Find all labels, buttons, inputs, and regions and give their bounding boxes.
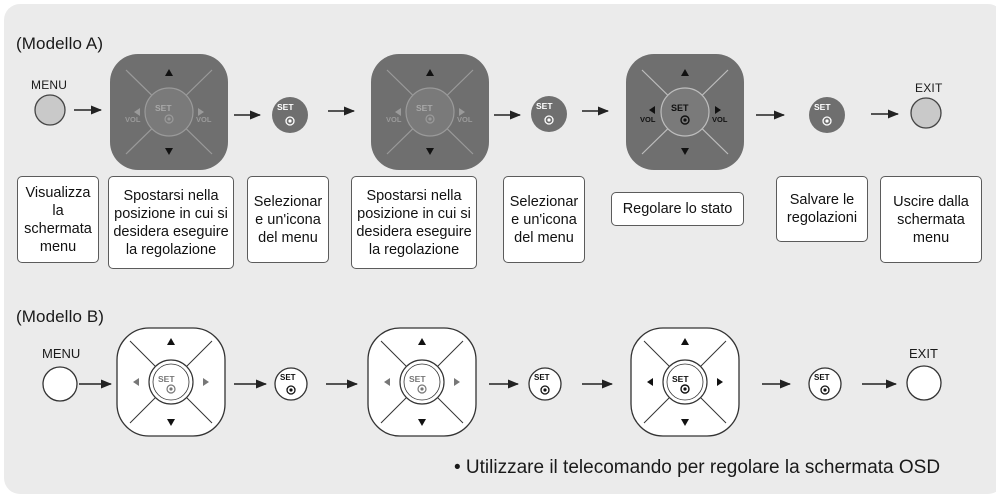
model-a-set-button-1[interactable] xyxy=(272,97,308,133)
model-b-direction-pad-1[interactable] xyxy=(116,327,226,437)
model-b-pad-1-set-label: SET xyxy=(158,374,175,384)
model-b-set-button-2-label: SET xyxy=(534,373,550,382)
model-a-direction-pad-3[interactable] xyxy=(626,54,744,170)
model-a-graphics xyxy=(34,54,942,437)
diagram-panel: (Modello A) MENU xyxy=(4,4,996,494)
model-b-pad-2-set-label: SET xyxy=(409,374,426,384)
caption-move-position-2: Spostarsi nella posizione in cui si desi… xyxy=(351,176,477,269)
caption-select-icon-2: Selezionar e un'icona del menu xyxy=(503,176,585,263)
model-a-set-button-3[interactable] xyxy=(809,97,845,133)
model-a-set-button-2[interactable] xyxy=(531,96,567,132)
model-a-direction-pad-2[interactable] xyxy=(371,54,489,170)
model-a-pad-2-vol-right: VOL xyxy=(457,115,473,124)
model-b-set-button-1-label: SET xyxy=(280,373,296,382)
model-a-pad-3-vol-right: VOL xyxy=(712,115,728,124)
model-a-pad-1-vol-left: VOL xyxy=(125,115,141,124)
model-a-pad-3-vol-left: VOL xyxy=(640,115,656,124)
model-a-exit-button[interactable] xyxy=(910,97,942,129)
footer-note: • Utilizzare il telecomando per regolare… xyxy=(454,457,941,478)
caption-show-menu: Visualizza la schermata menu xyxy=(17,176,99,263)
model-a-pad-1-vol-right: VOL xyxy=(196,115,212,124)
model-b-set-button-3-label: SET xyxy=(814,373,830,382)
model-a-set-button-2-label: SET xyxy=(536,101,553,111)
caption-move-position-1: Spostarsi nella posizione in cui si desi… xyxy=(108,176,234,269)
model-a-menu-button[interactable] xyxy=(34,94,66,126)
model-a-direction-pad-1[interactable] xyxy=(110,54,228,170)
model-b-set-button-3[interactable] xyxy=(808,367,842,401)
model-b-set-button-1[interactable] xyxy=(274,367,308,401)
caption-save-settings: Salvare le regolazioni xyxy=(776,176,868,242)
caption-exit-menu: Uscire dalla schermata menu xyxy=(880,176,982,263)
model-a-menu-label: MENU xyxy=(31,78,68,92)
model-b-direction-pad-3[interactable] xyxy=(630,327,740,437)
model-a-exit-label: EXIT xyxy=(915,81,943,95)
caption-adjust-status: Regolare lo stato xyxy=(611,192,744,226)
model-a-pad-2-vol-left: VOL xyxy=(386,115,402,124)
model-b-exit-label: EXIT xyxy=(909,346,938,361)
model-b-set-button-2[interactable] xyxy=(528,367,562,401)
model-b-exit-button[interactable] xyxy=(906,365,942,401)
model-b-direction-pad-2[interactable] xyxy=(367,327,477,437)
model-b-pad-3-set-label: SET xyxy=(672,374,689,384)
model-a-pad-3-set-label: SET xyxy=(671,103,689,113)
model-b-menu-button[interactable] xyxy=(42,366,78,402)
model-a-pad-1-set-label: SET xyxy=(155,103,172,113)
model-a-set-button-3-label: SET xyxy=(814,102,831,112)
model-a-title: (Modello A) xyxy=(16,34,104,53)
model-a-pad-2-set-label: SET xyxy=(416,103,433,113)
caption-select-icon-1: Selezionar e un'icona del menu xyxy=(247,176,329,263)
model-b-menu-label: MENU xyxy=(42,346,81,361)
model-a-set-button-1-label: SET xyxy=(277,102,294,112)
model-b-title: (Modello B) xyxy=(16,307,105,326)
